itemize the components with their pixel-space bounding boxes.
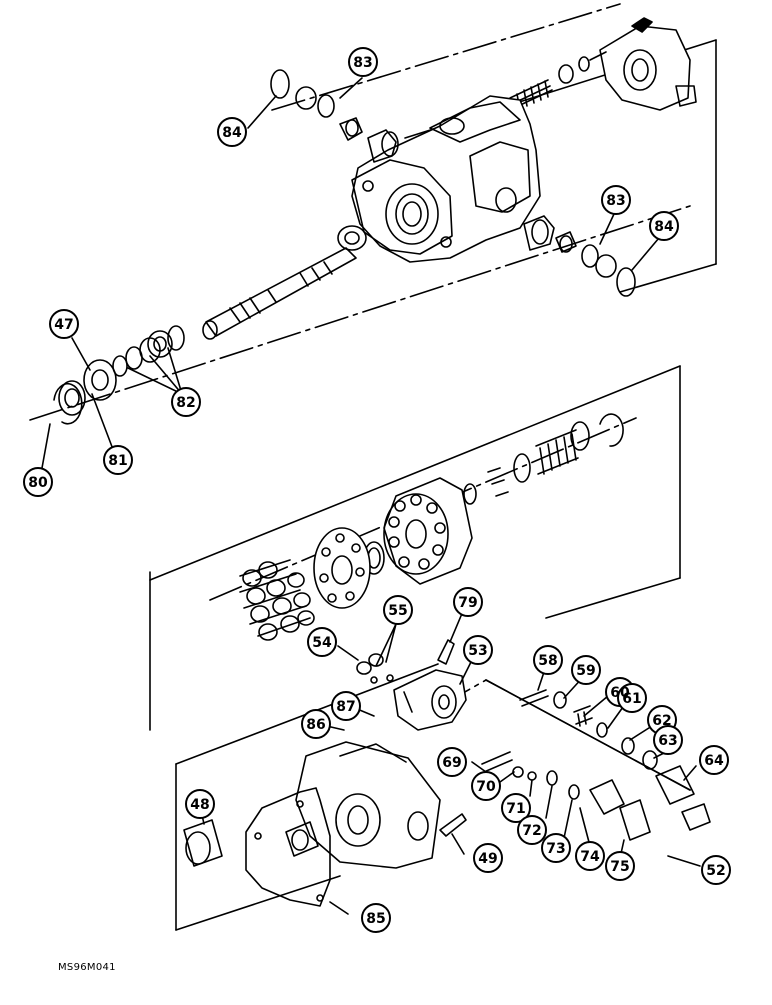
coupler-sleeve	[183, 819, 223, 867]
callout-73: 73	[546, 841, 565, 857]
callout-54: 54	[312, 635, 332, 651]
callout-84-left: 84	[222, 125, 242, 141]
callout-62: 62	[652, 713, 671, 729]
callout-58: 58	[538, 653, 557, 669]
callout-49: 49	[478, 851, 497, 867]
callout-48: 48	[190, 797, 209, 813]
rings-upper-left	[270, 69, 335, 118]
callout-75: 75	[610, 859, 629, 875]
callout-61: 61	[622, 691, 641, 707]
callout-60: 60	[610, 685, 630, 701]
compensator-housing	[599, 17, 697, 111]
callout-79: 79	[458, 595, 477, 611]
callout-circles	[23, 47, 731, 933]
callout-70: 70	[476, 779, 496, 795]
drive-shaft	[202, 225, 367, 340]
callout-85: 85	[366, 911, 385, 927]
gasket	[245, 787, 331, 907]
pump-housing	[351, 95, 541, 263]
shaft-bearing-stack	[53, 325, 185, 425]
callout-82: 82	[176, 395, 195, 411]
bearing-lower-right	[523, 215, 577, 253]
small-plugs	[356, 653, 394, 684]
figure-code: MS96M041	[58, 962, 116, 973]
bearing-upper-left	[339, 117, 399, 163]
callout-71: 71	[506, 801, 525, 817]
cylinder-barrel	[383, 477, 473, 585]
callout-74: 74	[580, 849, 600, 865]
piston-set	[239, 559, 315, 641]
callout-59: 59	[576, 663, 595, 679]
compensator-block	[393, 639, 467, 731]
callout-72: 72	[522, 823, 541, 839]
callout-53: 53	[468, 643, 487, 659]
callout-81: 81	[108, 453, 127, 469]
callout-83-right: 83	[606, 193, 625, 209]
callout-80: 80	[28, 475, 48, 491]
callout-64: 64	[704, 753, 724, 769]
callout-63: 63	[658, 733, 677, 749]
compensator-spring-spool	[509, 51, 607, 111]
retainer-plate	[313, 527, 371, 609]
shaft-plug	[285, 821, 319, 857]
callout-84-right: 84	[654, 219, 674, 235]
spring-assembly	[463, 413, 624, 505]
callout-52: 52	[706, 863, 725, 879]
end-cover	[295, 741, 441, 869]
callout-83-left: 83	[353, 55, 372, 71]
callout-86: 86	[306, 717, 325, 733]
cap-screw-49	[439, 813, 467, 837]
callout-69: 69	[442, 755, 461, 771]
callout-47: 47	[54, 317, 73, 333]
rings-lower-right	[581, 244, 636, 297]
callout-87: 87	[336, 699, 355, 715]
callout-55: 55	[388, 603, 407, 619]
